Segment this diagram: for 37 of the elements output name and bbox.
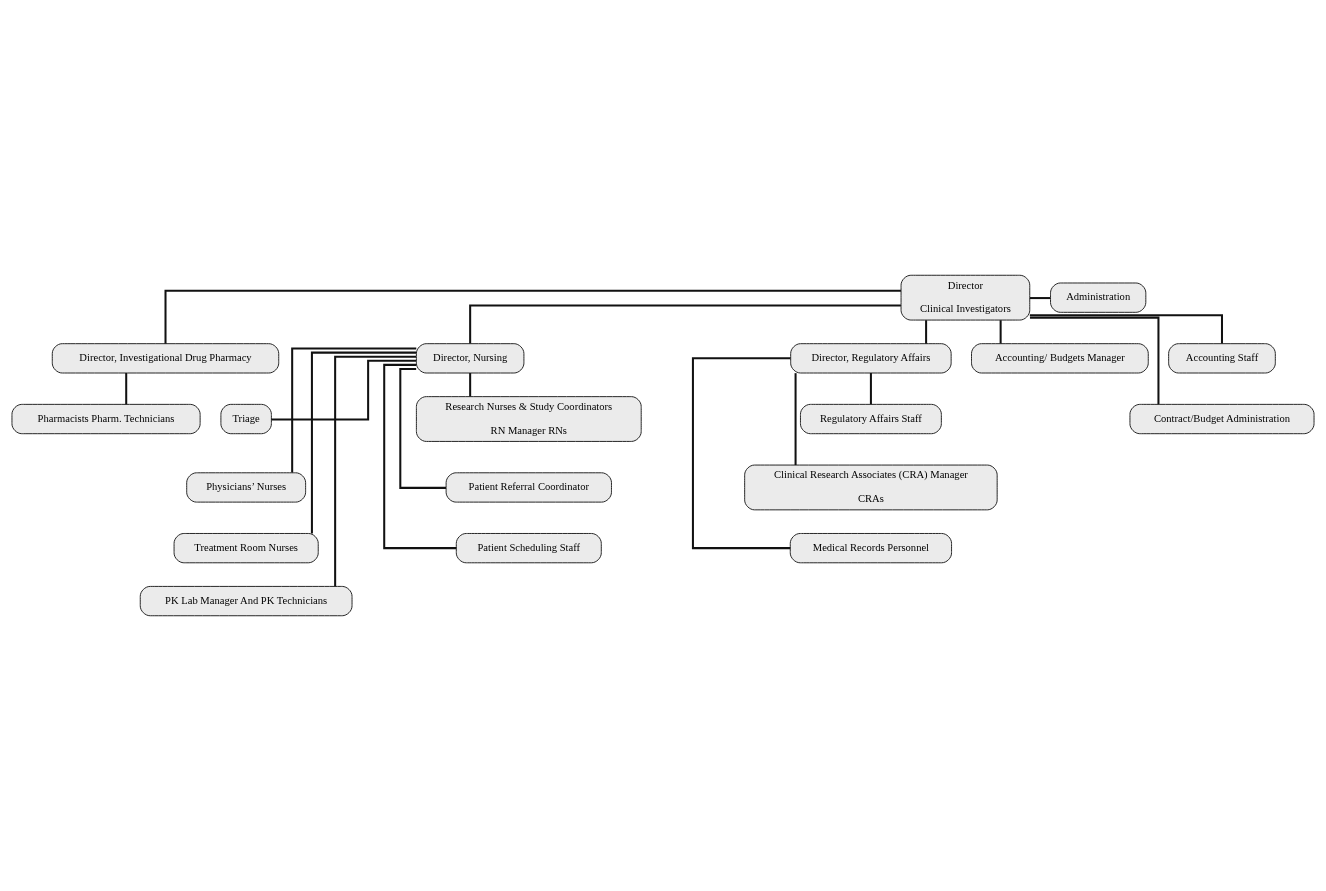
connector	[125, 373, 128, 405]
connector	[271, 359, 417, 421]
connector	[691, 357, 791, 550]
connector	[469, 373, 472, 397]
node-box: Physicians’ Nurses	[186, 472, 307, 503]
connector	[925, 320, 928, 344]
connector	[1029, 297, 1051, 300]
connector	[334, 355, 416, 587]
connector	[1029, 314, 1223, 344]
node-box: Accounting Staff	[1168, 343, 1276, 374]
node-box: Administration	[1050, 282, 1147, 313]
node-box: Clinical Research Associates (CRA) Manager CRAs	[744, 464, 998, 511]
connector	[383, 363, 457, 550]
node-box: Director, Nursing	[415, 343, 525, 374]
node-box: PK Lab Manager And PK Technicians	[139, 585, 353, 617]
connector	[291, 347, 417, 473]
node-box: Treatment Room Nurses	[173, 533, 319, 564]
node-box: Triage	[220, 403, 272, 435]
node-box: Director, Investigational Drug Pharmacy	[51, 343, 280, 374]
node-box: Director Clinical Investigators	[900, 274, 1031, 321]
connector	[469, 304, 901, 344]
node-box: Research Nurses & Study Coordinators RN Manager RNs	[415, 396, 642, 442]
node-box: Regulatory Affairs Staff	[799, 403, 942, 435]
connector	[869, 373, 872, 405]
connector	[310, 351, 417, 534]
connector	[794, 373, 797, 466]
node-box: Director, Regulatory Affairs	[790, 343, 952, 374]
node-box: Accounting/ Budgets Manager	[971, 343, 1149, 374]
node-box: Patient Scheduling Staff	[455, 533, 602, 564]
node-box: Patient Referral Coordinator	[445, 472, 612, 503]
node-box: Pharmacists Pharm. Technicians	[11, 403, 201, 435]
connector	[999, 320, 1002, 344]
node-box: Medical Records Personnel	[789, 533, 953, 564]
node-box: Contract/Budget Administration	[1129, 403, 1315, 435]
connector	[1029, 316, 1160, 405]
connector	[164, 289, 901, 344]
connector	[399, 367, 446, 489]
